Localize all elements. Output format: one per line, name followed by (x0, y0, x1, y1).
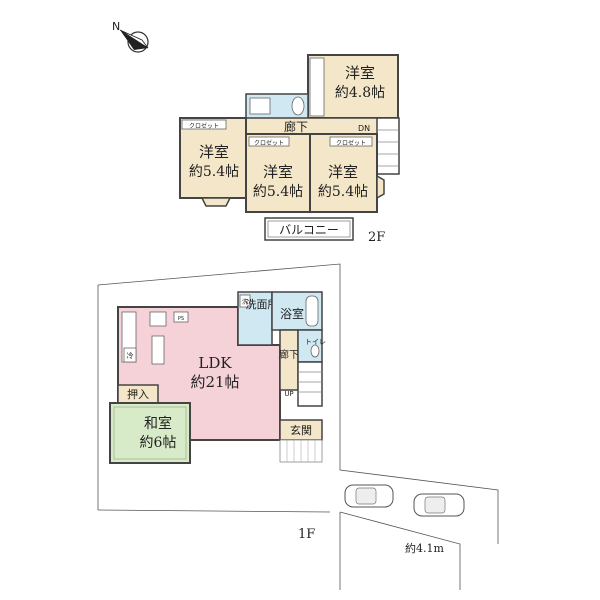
floor-2-label: 2F (368, 230, 385, 245)
closet-nw-2f (181, 119, 227, 130)
washroom (237, 291, 273, 346)
kitchen-island (151, 335, 165, 365)
washitsu-room (109, 402, 191, 464)
ldk-size: 約21帖 (190, 373, 239, 391)
compass: N (112, 20, 149, 53)
room-nw-size: 約5.4帖 (189, 164, 239, 180)
washitsu-size: 約6帖 (140, 435, 177, 451)
washroom-label: 洗面所 (246, 298, 279, 311)
room-nw-2f (179, 117, 247, 199)
room-nw-name: 洋室 (199, 143, 229, 161)
fridge-icon (123, 347, 137, 363)
closet-nw-label: クロゼット (189, 122, 219, 130)
balcony-label: バルコニー (279, 223, 339, 237)
room-ne-size: 約4.8帖 (335, 85, 385, 101)
closet-ne-2f (309, 57, 325, 117)
bay-window-nw (200, 197, 232, 207)
hall-2f-label: 廊下 (284, 119, 308, 134)
stairs-dn-label: DN (358, 124, 370, 133)
road-width-label: 約4.1m (405, 541, 444, 555)
site-boundary (97, 263, 499, 544)
entrance-label: 玄関 (290, 423, 312, 437)
entrance-steps (279, 439, 323, 463)
room-east-name: 洋室 (328, 163, 358, 181)
closet-east-label: クロゼット (336, 139, 366, 147)
ldk-name: LDK (198, 354, 232, 372)
bath-label: 浴室 (280, 306, 304, 321)
stairs-2f (376, 117, 400, 175)
car-icon (413, 493, 465, 517)
washer-label: 洗 (242, 298, 248, 306)
floor-1: 冷 PS LDK 約21帖 押入 和室 約6帖 洗 洗面所 浴室 廊下 UP ト… (97, 263, 499, 590)
toilet-1f (297, 329, 323, 363)
hall-1f-label: 廊下 (279, 348, 299, 361)
cabinet-icon (149, 311, 167, 327)
closet-east-2f (329, 136, 373, 147)
pantry-box (173, 311, 189, 323)
oshiire-label: 押入 (127, 387, 149, 401)
balcony-2f (264, 217, 354, 241)
floor-1-label: 1F (298, 527, 315, 542)
floor-2: 洋室 約4.8帖 廊下 DN クロゼット 洋室 約5.4帖 クロゼット 洋室 約… (179, 54, 400, 245)
pantry-label: PS (178, 316, 184, 322)
washer-icon (239, 294, 251, 308)
fridge-label: 冷 (127, 351, 134, 360)
room-east-2f (309, 133, 378, 213)
compass-north-label: N (112, 20, 120, 33)
stairs-up-label: UP (284, 390, 293, 398)
toilet-bowl-1f (310, 344, 320, 358)
toilet-label: トイレ (305, 338, 326, 346)
bay-window-east (376, 174, 385, 200)
closet-mid-2f (248, 136, 290, 147)
washitsu-name: 和室 (144, 415, 172, 432)
room-mid-size: 約5.4帖 (253, 184, 303, 200)
closet-mid-label: クロゼット (254, 139, 284, 147)
room-ne-name: 洋室 (345, 64, 375, 82)
bathtub-icon (305, 295, 319, 327)
room-east-size: 約5.4帖 (318, 184, 368, 200)
car-icon (344, 484, 394, 508)
sink-2f (249, 97, 271, 115)
toilet-bowl-2f (291, 96, 305, 116)
stairs-1f (297, 361, 323, 407)
room-mid-name: 洋室 (263, 163, 293, 181)
